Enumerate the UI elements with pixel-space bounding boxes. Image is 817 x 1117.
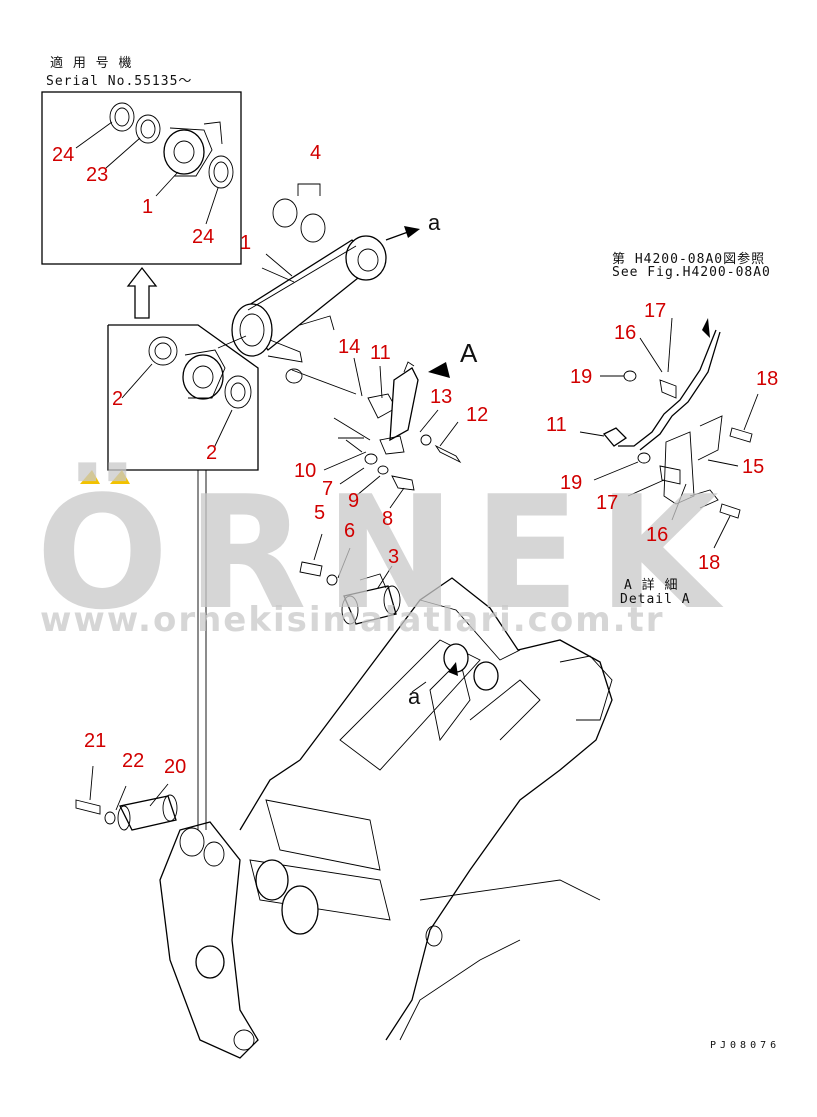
callout-16: 16	[646, 524, 669, 546]
callout-17: 17	[644, 300, 667, 322]
callout-15: 15	[742, 456, 765, 478]
callout-1: 1	[142, 196, 154, 218]
view-A-label: A	[460, 338, 478, 368]
loader-frame	[239, 577, 613, 1041]
drawing-code: PJ08076	[710, 1040, 781, 1051]
callout-22: 22	[122, 750, 145, 772]
callout-2: 2	[112, 388, 124, 410]
serial-en-label: Serial No.55135～	[46, 74, 193, 89]
callout-11: 11	[370, 342, 391, 364]
callout-9: 9	[348, 490, 360, 512]
callout-17: 17	[596, 492, 619, 514]
bearing-inset	[107, 324, 259, 471]
callout-5: 5	[314, 502, 326, 524]
callout-24: 24	[192, 226, 215, 248]
view-a-bottom: a	[408, 684, 421, 709]
pin-assembly	[299, 561, 401, 625]
callout-19: 19	[560, 472, 583, 494]
callout-1: 1	[240, 232, 252, 254]
shims	[272, 183, 326, 243]
leaders-top	[265, 253, 459, 595]
callout-11: 11	[546, 414, 567, 436]
cylinder	[217, 226, 420, 395]
lift-link	[75, 470, 259, 1059]
callout-14: 14	[338, 336, 361, 358]
watermark-word: ÖRNEK	[36, 462, 737, 644]
serial-inset	[41, 91, 242, 265]
sensor-bracket	[333, 361, 462, 491]
callout-13: 13	[430, 386, 453, 408]
watermark-accent	[80, 470, 130, 484]
callout-16: 16	[614, 322, 637, 344]
callout-12: 12	[466, 404, 489, 426]
callout-3: 3	[388, 546, 400, 568]
callout-19: 19	[570, 366, 593, 388]
reference-jp-label: 第 H4200-08A0図参照	[612, 252, 766, 267]
serial-jp-label: 適 用 号 機	[50, 56, 133, 71]
reference-en-label: See Fig.H4200-08A0	[612, 265, 771, 280]
callout-18: 18	[756, 368, 779, 390]
callout-4: 4	[310, 142, 322, 164]
detail-jp-label: A 詳 細	[624, 578, 679, 593]
callout-7: 7	[322, 478, 334, 500]
callout-20: 20	[164, 756, 187, 778]
view-a-top: a	[428, 210, 441, 235]
watermark-url: www.ornekisimalatlari.com.tr	[40, 600, 665, 640]
callout-10: 10	[294, 460, 317, 482]
up-arrow-icon	[126, 266, 158, 319]
callout-8: 8	[382, 508, 394, 530]
detail-en-label: Detail A	[620, 592, 691, 607]
callout-21: 21	[84, 730, 107, 752]
callout-24: 24	[52, 144, 75, 166]
callout-2: 2	[206, 442, 218, 464]
callout-18: 18	[698, 552, 721, 574]
detail-a	[579, 317, 759, 549]
callout-23: 23	[86, 164, 109, 186]
callout-6: 6	[344, 520, 356, 542]
